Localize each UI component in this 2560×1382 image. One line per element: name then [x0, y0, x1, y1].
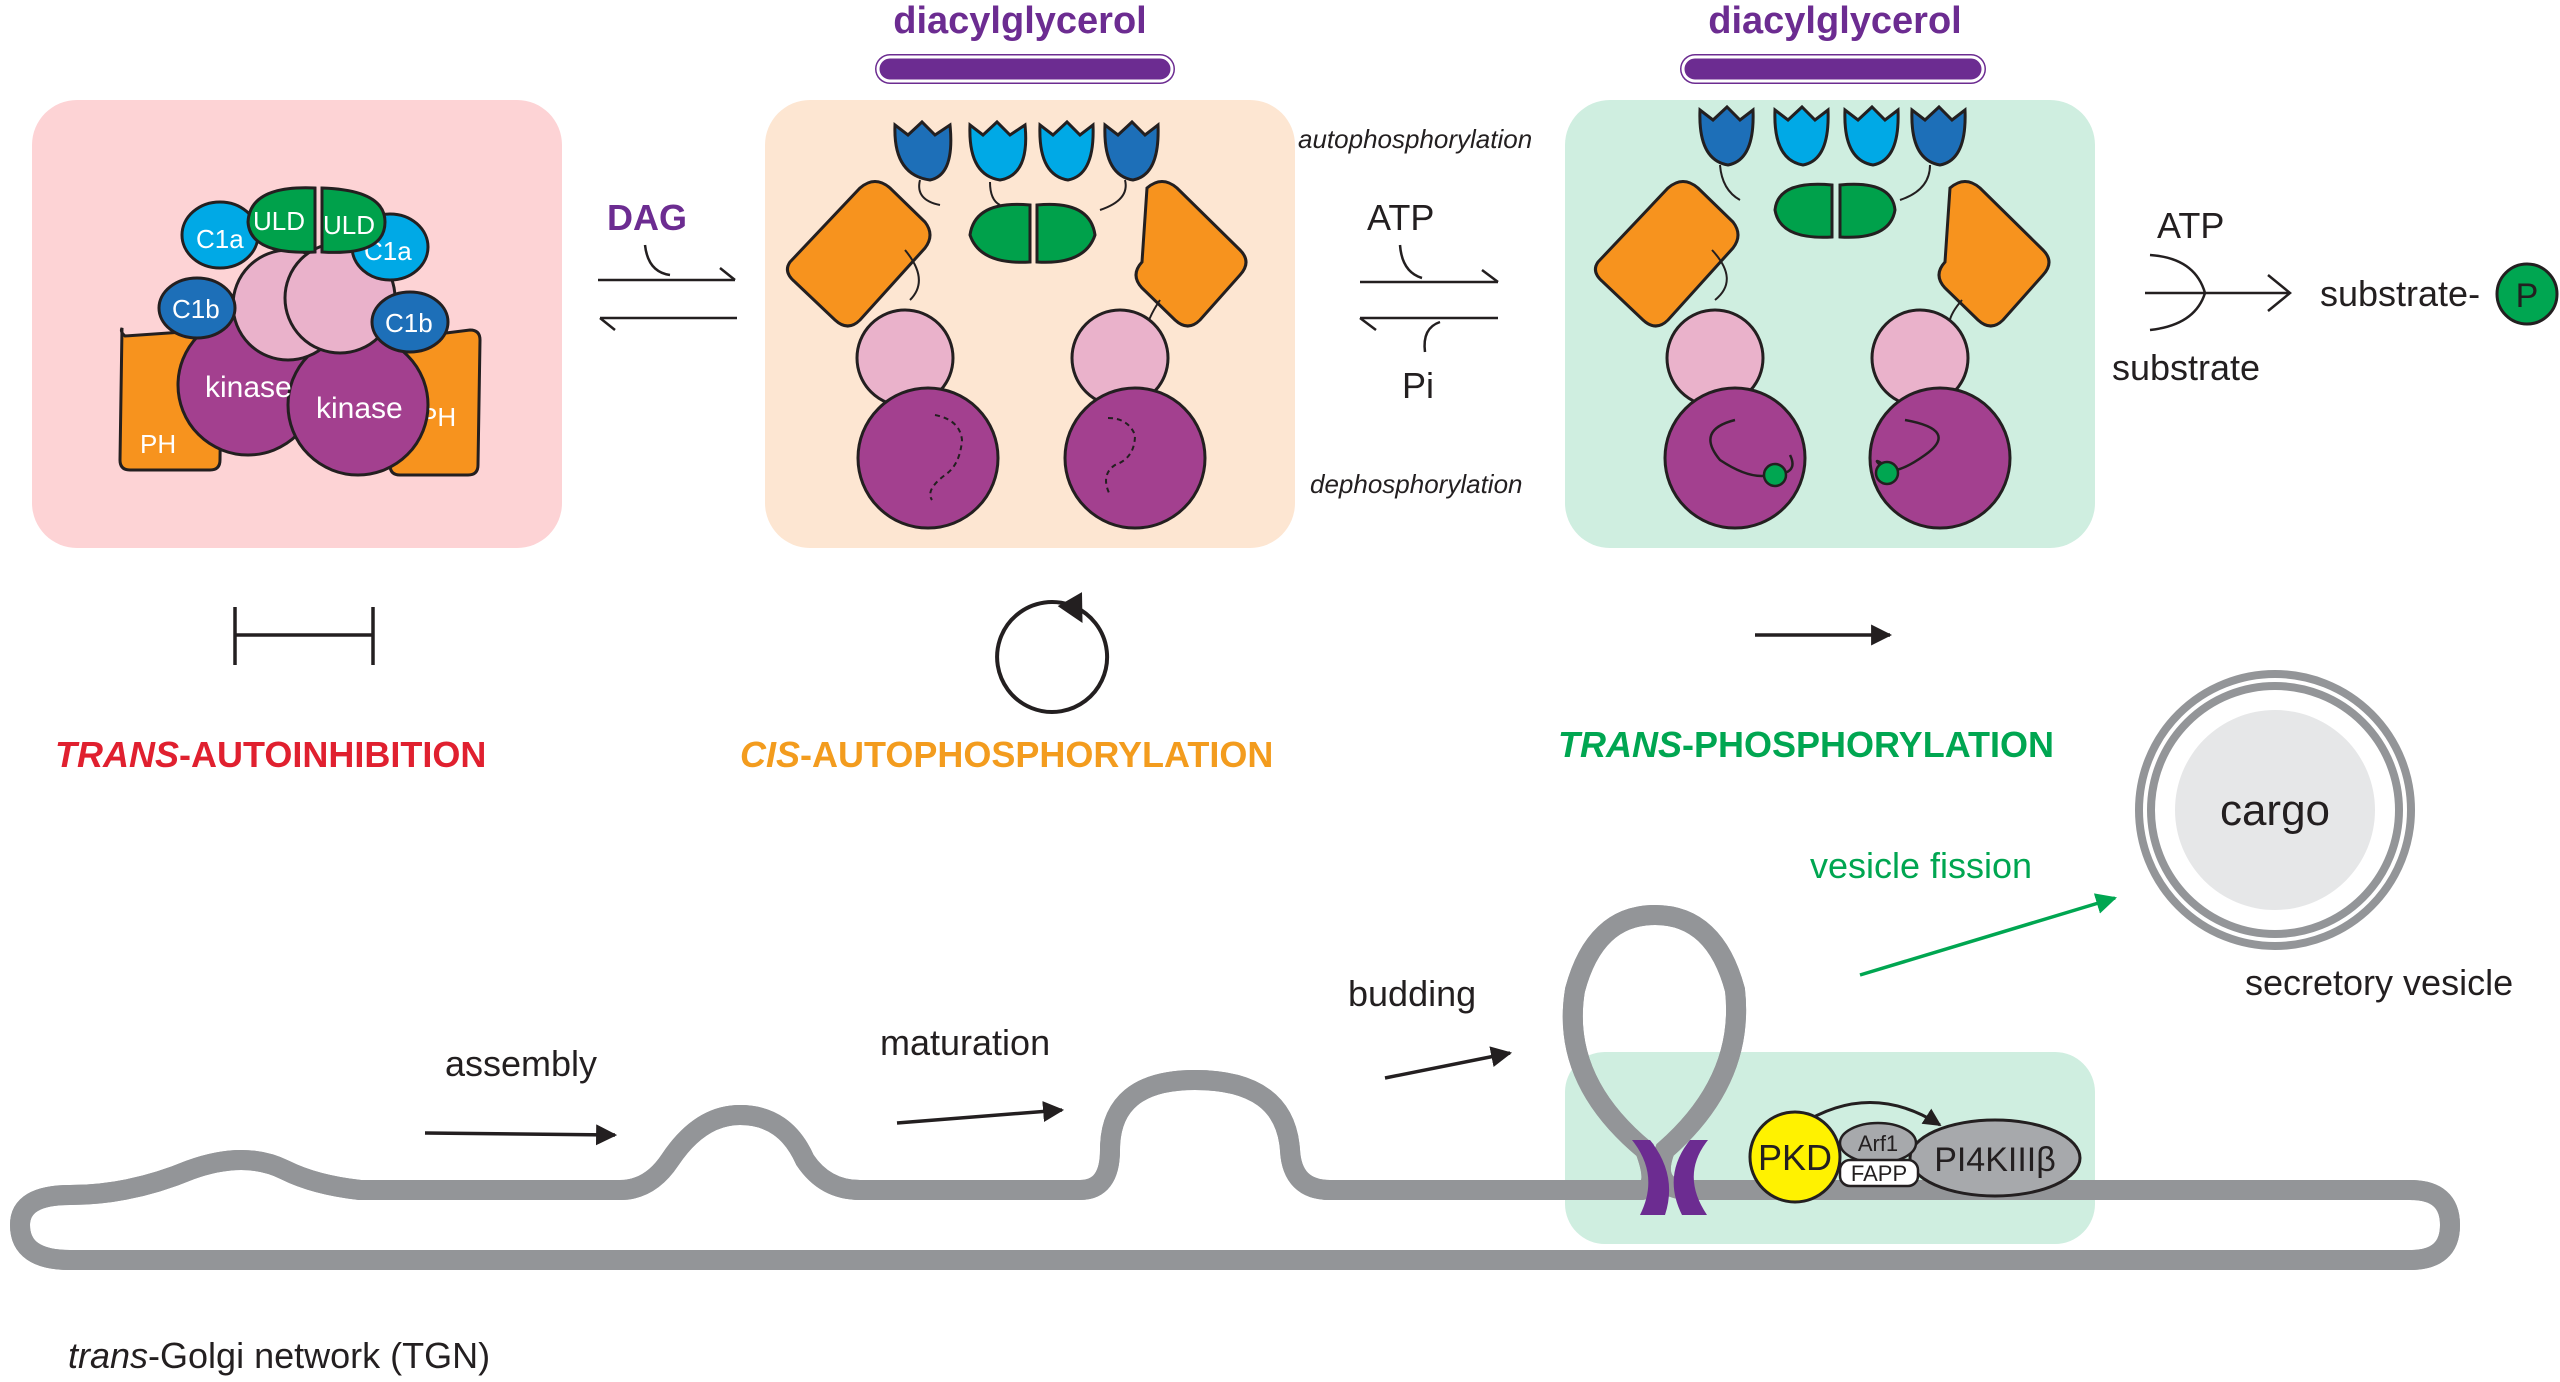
phosphate-label: P — [2516, 277, 2539, 315]
assembly-label: assembly — [445, 1043, 597, 1084]
trans-phosphorylation-label: TRANS-PHOSPHORYLATION — [1558, 724, 2054, 765]
budding-arrow — [1384, 1046, 1513, 1080]
uld-left-label: ULD — [253, 206, 305, 236]
secretory-vesicle-label: secretory vesicle — [2245, 962, 2513, 1003]
maturation-label: maturation — [880, 1022, 1050, 1063]
cargo-circle — [2175, 710, 2375, 910]
fapp-label: FAPP — [1851, 1161, 1907, 1186]
autophosphorylation-label: autophosphorylation — [1298, 124, 1532, 154]
cargo-label: cargo — [2220, 786, 2330, 835]
kinase-right-label: kinase — [316, 392, 403, 425]
fapp-node — [1838, 1158, 1920, 1188]
c1b-domain-right: C1b — [370, 290, 450, 354]
atp-arrow-label: ATP — [1367, 197, 1434, 238]
dag-neck — [1632, 1140, 1708, 1215]
substrate-p-label: substrate- — [2320, 273, 2480, 314]
uld-right-label: ULD — [323, 210, 375, 240]
substrate-label: substrate — [2112, 347, 2260, 388]
uld-dimer: ULD ULD — [246, 186, 387, 254]
phospho-site-right — [1874, 460, 1900, 486]
pi4k-label: PI4KIIIβ — [1934, 1141, 2056, 1179]
pkd-node — [1748, 1110, 1842, 1204]
pkd-label: PKD — [1758, 1137, 1832, 1178]
dag-arrow-label: DAG — [607, 197, 687, 238]
pi4k-node — [1908, 1118, 2082, 1198]
substrate-phosphorylation: ATP substrate substrate- P — [2112, 205, 2559, 388]
c1b-left-label: C1b — [172, 294, 220, 324]
c1b-domain-left: C1b — [157, 276, 237, 340]
dag-membrane-2 — [1680, 54, 1986, 84]
arf1-label: Arf1 — [1858, 1131, 1898, 1156]
trans-autoinhibition-label: TRANS-AUTOINHIBITION — [55, 734, 486, 775]
c1a-left-label: C1a — [196, 224, 244, 254]
cis-protomer-left — [785, 119, 1032, 530]
cis-autophosphorylation-label: CIS-AUTOPHOSPHORYLATION — [740, 734, 1273, 775]
diacylglycerol-label-1: diacylglycerol — [893, 0, 1146, 42]
assembly-arrow — [424, 1124, 618, 1146]
kinase-left-label: kinase — [205, 371, 292, 404]
dephosphorylation-label: dephosphorylation — [1310, 469, 1523, 499]
dag-membrane-1 — [875, 54, 1175, 84]
trans-protomer-left — [1593, 104, 1834, 530]
secretory-vesicle: cargo — [2135, 670, 2415, 950]
trans-protomer-right — [1838, 104, 2051, 530]
c1a-domain-left: C1a — [180, 200, 260, 270]
cis-autophosphorylation-symbol — [995, 592, 1110, 714]
tgn-label: trans-Golgi network (TGN) — [68, 1335, 490, 1376]
maturation-arrow — [896, 1101, 1065, 1125]
cis-state-panel: diacylglycerol — [765, 0, 1295, 548]
phospho-site-left — [1762, 462, 1788, 488]
atp-right-label: ATP — [2157, 205, 2224, 246]
trans-autoinhibition-symbol — [233, 607, 375, 665]
phosphate-circle — [2495, 262, 2559, 326]
vesicle-fission-label: vesicle fission — [1810, 845, 2032, 886]
inactive-dimer-panel: PH PH kinase kinase C1b C1b C1a C1a — [32, 100, 562, 548]
cis-protomer-right — [1035, 119, 1248, 530]
budding-label: budding — [1348, 973, 1476, 1014]
atp-pi-equilibrium-arrow: autophosphorylation ATP Pi dephosphoryla… — [1298, 124, 1532, 499]
tgn-membrane — [9, 904, 2461, 1270]
trans-state-box — [1565, 100, 2095, 548]
vesicle-fission-arrow — [1859, 893, 2118, 977]
dag-equilibrium-arrow: DAG — [598, 197, 737, 331]
pi-arrow-label: Pi — [1402, 365, 1434, 406]
ph-left-label: PH — [140, 429, 176, 459]
pkd-complex: PI4KIIIβ Arf1 FAPP PKD — [1748, 1101, 2082, 1204]
diacylglycerol-label-2: diacylglycerol — [1708, 0, 1961, 42]
trans-state-panel: diacylglycerol — [1565, 0, 2095, 548]
c1b-right-label: C1b — [385, 308, 433, 338]
